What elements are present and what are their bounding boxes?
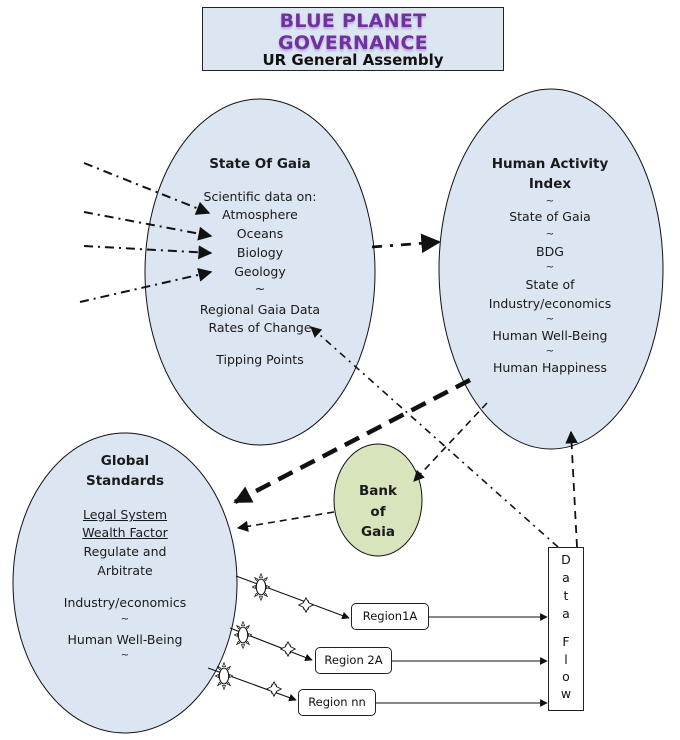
- gaia-to-activity-arrow: [371, 233, 441, 254]
- activity-line: Human Happiness: [492, 360, 608, 375]
- activity-line: State of Gaia: [509, 209, 591, 224]
- activity-line: ~: [545, 262, 555, 273]
- activity-to-bank-arrow: [413, 402, 488, 482]
- data-flow-letter: a: [562, 570, 570, 585]
- state-of-gaia-ellipse[interactable]: [144, 98, 376, 446]
- region-2a-box[interactable]: Region 2A: [315, 647, 392, 674]
- activity-line: State of: [525, 277, 575, 292]
- bank-of-gaia-ellipse[interactable]: [333, 443, 423, 557]
- standards-separator: ~: [120, 650, 130, 661]
- gaia-rates-of-change: Rates of Change: [208, 320, 312, 335]
- activity-line: ~: [545, 229, 555, 240]
- gaia-item-biology: Biology: [236, 245, 284, 260]
- sun-icon: [214, 662, 234, 690]
- bank-to-standards-arrow: [236, 511, 335, 532]
- data-flow-letter: F: [562, 634, 570, 649]
- wealth-factor-link[interactable]: Wealth Factor: [82, 525, 168, 540]
- activity-line: Industry/economics: [488, 296, 612, 311]
- global-standards-ellipse[interactable]: [12, 432, 238, 734]
- data-flow-letter: a: [562, 606, 570, 621]
- sun-icon: [251, 573, 271, 601]
- region-nn-box[interactable]: Region nn: [298, 689, 376, 716]
- human-activity-ellipse[interactable]: [438, 88, 664, 450]
- dataflow-to-gaia-arrow: [310, 326, 559, 548]
- region-1a-box[interactable]: Region1A: [351, 603, 429, 630]
- gaia-separator: ~: [254, 281, 266, 296]
- activity-line: ~: [545, 196, 555, 207]
- diagram-title: BLUE PLANET GOVERNANCE: [278, 10, 428, 54]
- diagram-subtitle: UR General Assembly: [262, 51, 444, 69]
- activity-line: ~: [545, 314, 555, 325]
- standards-regulate: Regulate and: [83, 544, 167, 559]
- sun-icon: [233, 621, 253, 649]
- data-flow-letter: w: [560, 686, 572, 701]
- bank-line1: Bank: [359, 483, 397, 499]
- activity-line: Human Well-Being: [492, 328, 608, 343]
- gaia-item-oceans: Oceans: [236, 226, 284, 241]
- standards-title-line2: Standards: [85, 473, 165, 489]
- title-box: BLUE PLANET GOVERNANCE UR General Assemb…: [202, 7, 504, 71]
- data-flow-letter: o: [562, 669, 570, 684]
- input-arrow-oceans: [83, 211, 213, 241]
- legal-system-link[interactable]: Legal System: [82, 507, 168, 522]
- input-arrow-atmosphere: [83, 162, 211, 215]
- state-of-gaia-title: State Of Gaia: [209, 156, 311, 172]
- input-arrow-biology: [83, 245, 213, 260]
- data-flow-letter: D: [561, 552, 571, 567]
- standards-arbitrate: Arbitrate: [97, 563, 153, 578]
- activity-title-line2: Index: [528, 176, 572, 192]
- standards-to-region1a-line: [235, 575, 350, 620]
- input-arrow-geology: [79, 267, 213, 303]
- bank-line3: Gaia: [361, 524, 395, 540]
- activity-to-standards-arrow: [233, 378, 472, 504]
- activity-line: BDG: [536, 244, 564, 259]
- gaia-item-atmosphere: Atmosphere: [222, 207, 298, 222]
- data-flow-letter: t: [563, 588, 569, 603]
- activity-line: ~: [545, 346, 555, 357]
- gaia-tipping-points: Tipping Points: [216, 352, 304, 367]
- data-flow-letter: l: [564, 652, 568, 667]
- activity-title-line1: Human Activity: [491, 156, 609, 172]
- dataflow-to-activity-arrow: [565, 430, 578, 548]
- state-of-gaia-intro: Scientific data on:: [203, 189, 317, 204]
- standards-title-line1: Global: [100, 453, 150, 469]
- data-flow-box[interactable]: D a t a F l o w: [548, 547, 584, 711]
- bank-line2: of: [370, 504, 386, 520]
- standards-industry: Industry/economics: [63, 595, 187, 610]
- standards-wellbeing: Human Well-Being: [67, 632, 183, 647]
- gaia-item-geology: Geology: [234, 264, 286, 279]
- star-icon: [280, 641, 296, 657]
- standards-separator: ~: [120, 614, 130, 625]
- gaia-regional-data: Regional Gaia Data: [199, 302, 321, 317]
